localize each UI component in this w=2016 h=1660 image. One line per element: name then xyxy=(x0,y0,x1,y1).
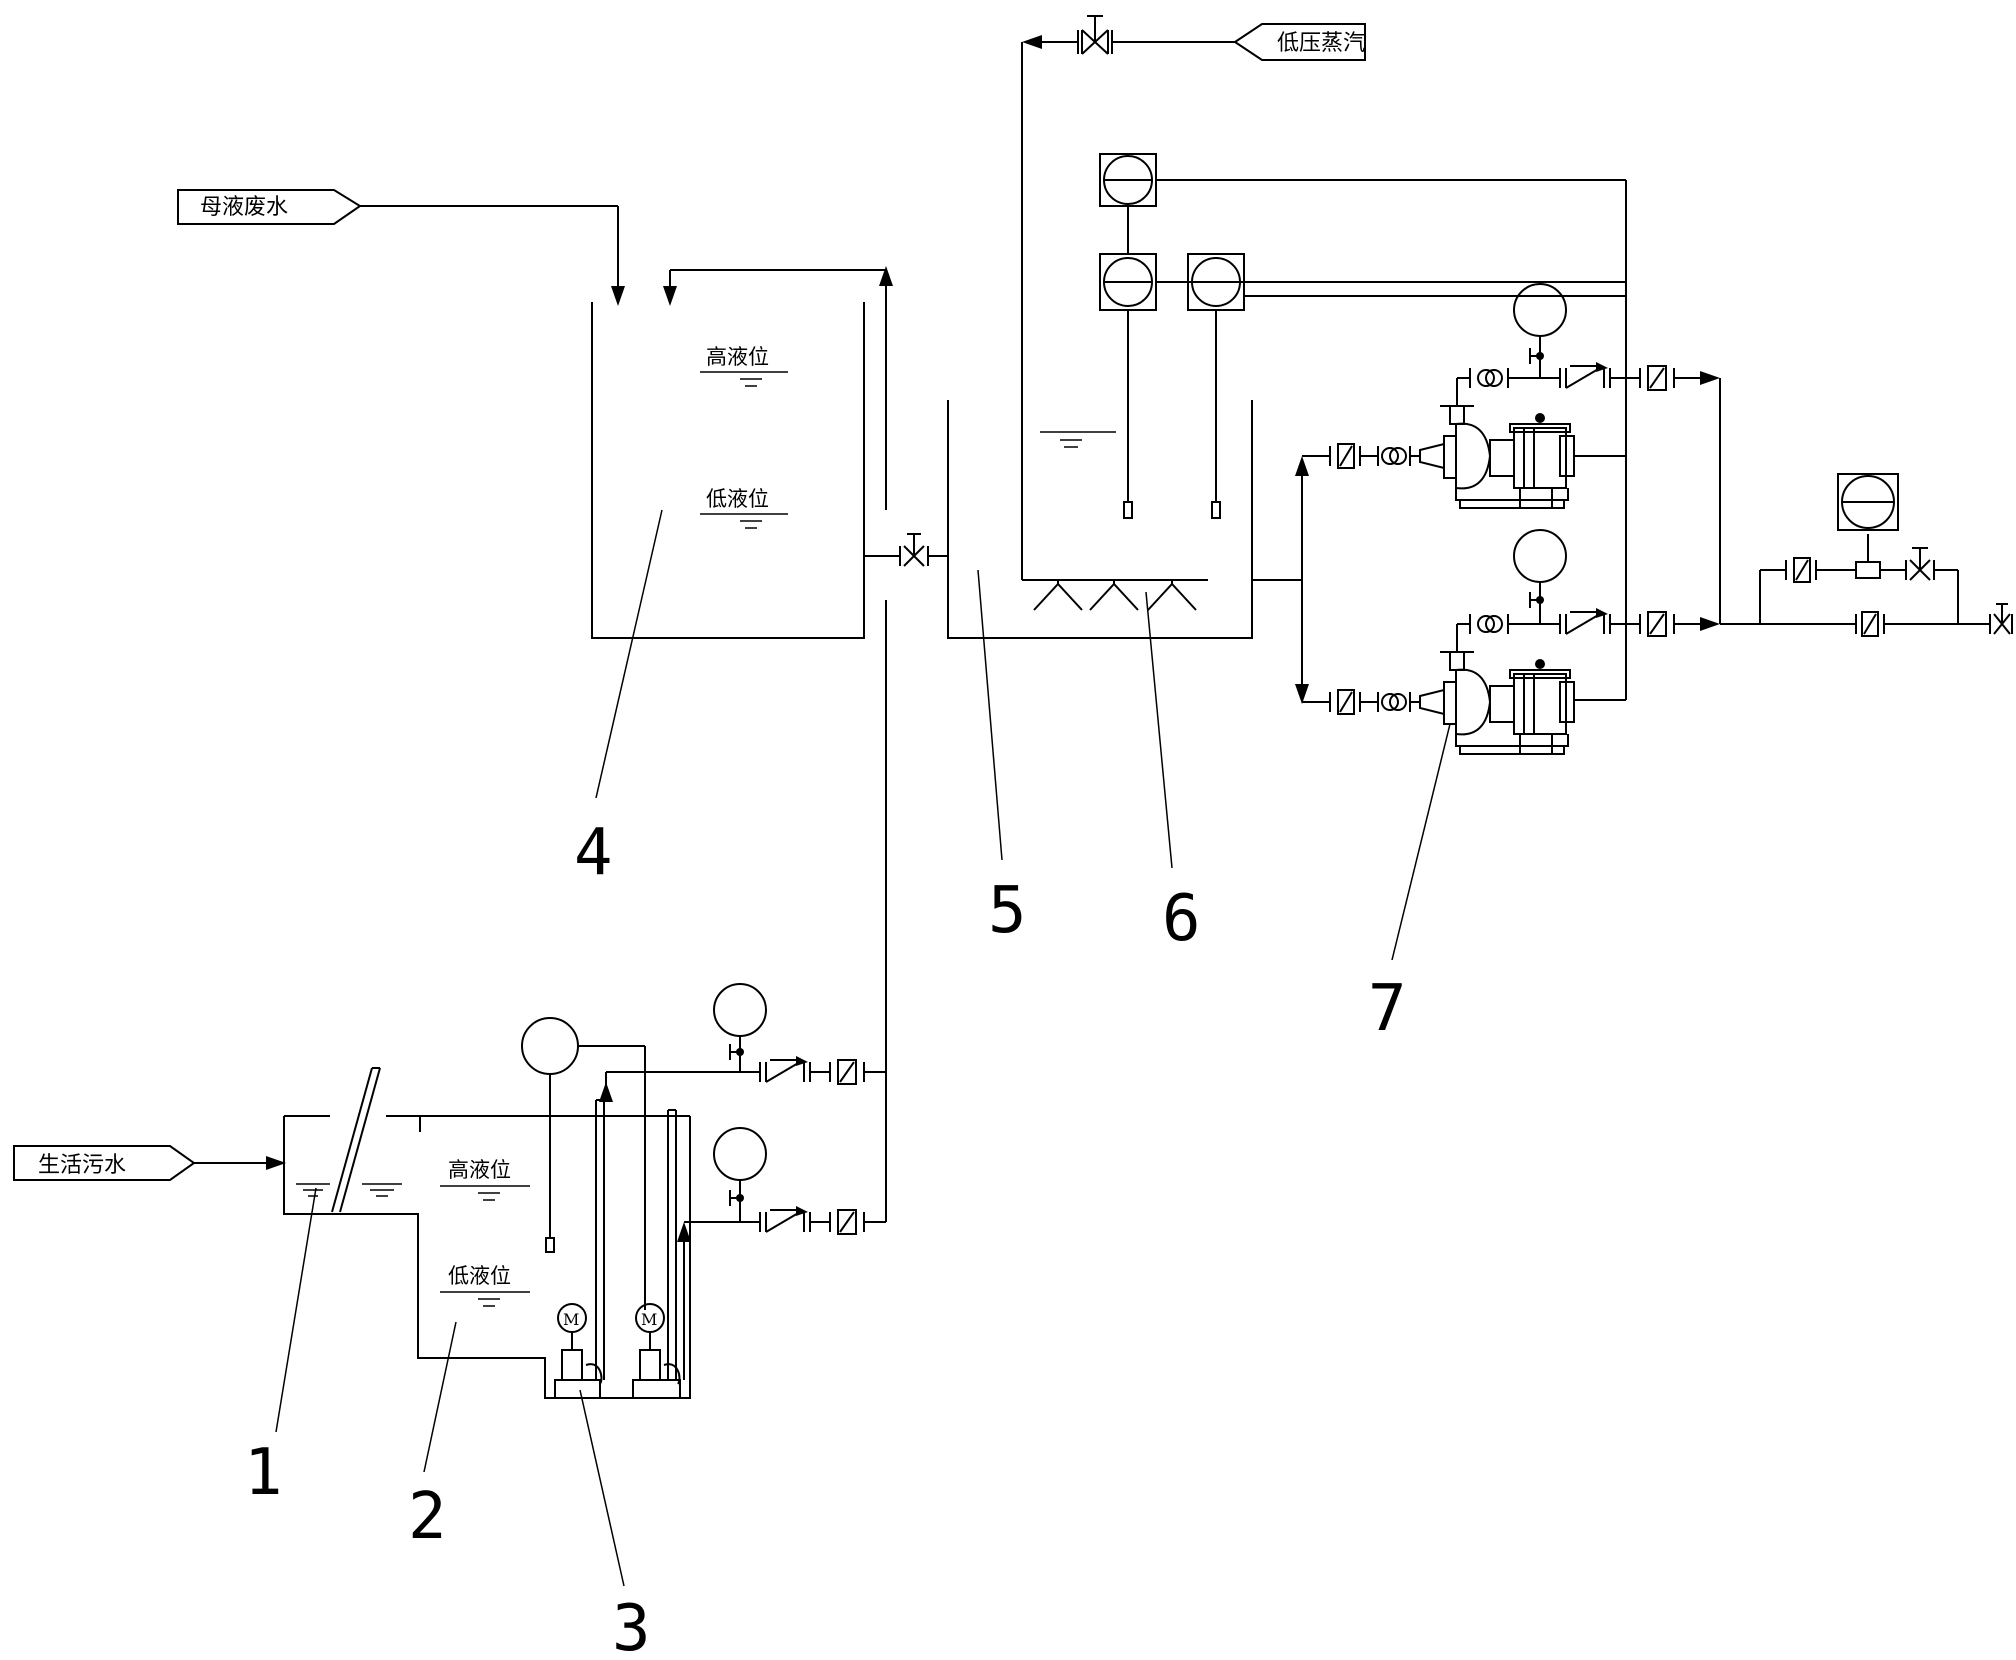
callout-number: 6 xyxy=(1162,882,1201,956)
callout-5: 5 xyxy=(977,569,1027,948)
callout-2: 2 xyxy=(408,1321,457,1554)
transfer-valve xyxy=(864,533,948,567)
callout-6: 6 xyxy=(1145,591,1201,956)
steam-sparger xyxy=(1022,579,1208,611)
water-level-mark xyxy=(362,1183,402,1197)
pump-suction-header xyxy=(1252,455,1330,704)
svg-text:M: M xyxy=(563,1310,579,1329)
mother-liquor-input: 母液废水 xyxy=(177,189,625,306)
callout-number: 4 xyxy=(574,816,613,890)
outlet-manifold xyxy=(1720,473,2013,637)
level-gauge xyxy=(521,1017,646,1310)
submersible-pump-left: M xyxy=(554,1071,730,1399)
domestic-sewage-input: 生活污水 xyxy=(13,1145,286,1181)
equalization-tank: 高液位 低液位 xyxy=(591,302,865,639)
discharge-line-lower xyxy=(713,1127,886,1235)
grating-channel xyxy=(283,1067,691,1399)
callout-7: 7 xyxy=(1368,723,1451,1046)
callout-4: 4 xyxy=(574,509,663,890)
submersible-pump-right: M xyxy=(632,1109,730,1399)
centrifugal-pump-lower xyxy=(1329,624,1626,755)
mother-liquor-label: 母液废水 xyxy=(200,195,288,220)
level-transmitter-top xyxy=(1099,153,1626,254)
level-text: 高液位 xyxy=(706,345,769,369)
low-pressure-steam-input: 低压蒸汽 xyxy=(1021,15,1366,580)
domestic-sewage-label: 生活污水 xyxy=(38,1153,126,1178)
level-text: 低液位 xyxy=(706,487,769,511)
low-pressure-steam-label: 低压蒸汽 xyxy=(1277,31,1365,56)
riser-to-tank xyxy=(663,266,893,1222)
centrifugal-pump-upper xyxy=(1329,378,1626,509)
callout-number: 5 xyxy=(988,874,1027,948)
sump-low-level: 低液位 xyxy=(440,1264,530,1307)
svg-text:M: M xyxy=(641,1310,657,1329)
heating-tank xyxy=(947,400,1253,639)
level-transmitter-left xyxy=(1099,253,1626,519)
tank-low-level: 低液位 xyxy=(700,487,788,529)
discharge-line-upper xyxy=(713,983,886,1085)
tank-high-level: 高液位 xyxy=(700,345,788,387)
callout-number: 2 xyxy=(408,1480,447,1554)
level-text: 高液位 xyxy=(448,1158,511,1182)
callout-1: 1 xyxy=(244,1187,317,1510)
callout-number: 1 xyxy=(244,1436,283,1510)
callout-number: 3 xyxy=(612,1592,651,1660)
water-level-mark xyxy=(296,1183,330,1197)
callout-3: 3 xyxy=(579,1389,651,1660)
pump-discharge-upper xyxy=(1457,283,1721,624)
pump-discharge-lower xyxy=(1457,529,1720,637)
water-level-mark xyxy=(1040,431,1116,448)
sump-high-level: 高液位 xyxy=(440,1158,530,1201)
level-text: 低液位 xyxy=(448,1264,511,1288)
callout-number: 7 xyxy=(1368,972,1407,1046)
